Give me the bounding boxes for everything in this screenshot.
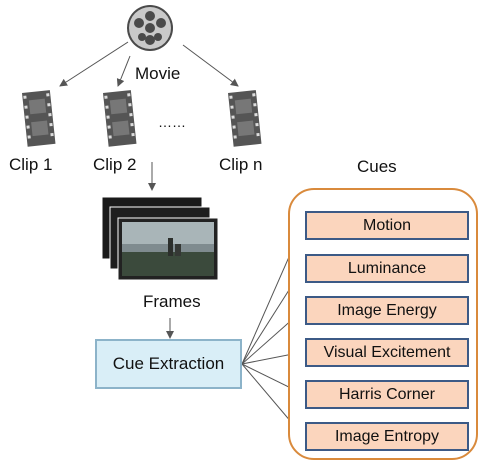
cue-extraction-label: Cue Extraction [112, 354, 225, 373]
arrow-movie-clip2 [116, 55, 131, 87]
clip-2-label: Clip 2 [93, 155, 137, 174]
cue-image-entropy: Image Entropy [305, 422, 469, 451]
frames-label: Frames [143, 292, 201, 311]
cue-visual-excitement: Visual Excitement [305, 338, 469, 367]
cue-image-energy: Image Energy [305, 296, 469, 325]
ellipsis-label: …… [158, 114, 186, 130]
cue-harris-corner: Harris Corner [305, 380, 469, 409]
clip-n-label: Clip n [219, 155, 263, 174]
clip-1-label: Clip 1 [9, 155, 53, 174]
cue-motion: Motion [305, 211, 469, 240]
arrow-movie-clip1 [59, 41, 129, 87]
cues-label: Cues [357, 157, 397, 176]
cue-luminance: Luminance [305, 254, 469, 283]
cue-extraction-box: Cue Extraction [95, 339, 242, 389]
arrow-movie-clipn [182, 44, 239, 87]
movie-label: Movie [135, 64, 181, 83]
